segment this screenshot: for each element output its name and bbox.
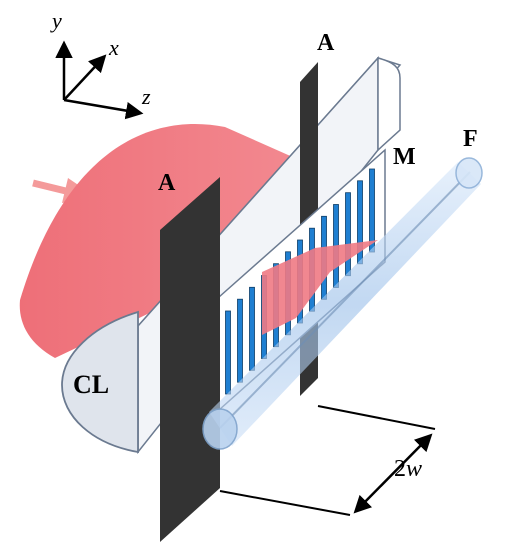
coordinate-axes: y x z	[50, 8, 151, 120]
aperture-front: A	[158, 170, 220, 542]
mask-slit	[345, 192, 351, 277]
x-axis-label: x	[108, 35, 119, 60]
width-dimension: 2w	[219, 405, 436, 516]
mask-slit	[369, 168, 375, 253]
mask-slit	[225, 310, 231, 395]
width-label-variable: w	[406, 456, 422, 482]
y-axis-label: y	[50, 8, 62, 33]
svg-text:2w: 2w	[394, 456, 422, 482]
mask-slit	[249, 286, 255, 371]
mask-slit	[237, 298, 243, 383]
lens-end-cap	[61, 310, 139, 454]
z-axis-label: z	[141, 84, 151, 109]
fiber-label: F	[463, 126, 478, 152]
optical-fiber: F	[202, 126, 483, 450]
mask-label: M	[393, 144, 416, 170]
width-label-number: 2	[394, 456, 406, 482]
aperture-back-label: A	[317, 30, 335, 56]
aperture-front-label: A	[158, 170, 176, 196]
cylindrical-lens-label: CL	[73, 370, 109, 399]
transmitted-beam	[262, 240, 378, 335]
